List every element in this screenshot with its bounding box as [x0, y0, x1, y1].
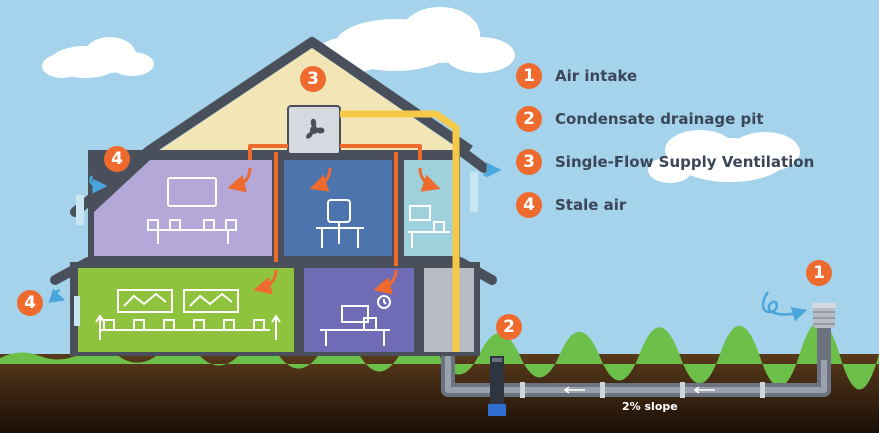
legend-item-condensate-pit: 2 Condensate drainage pit	[516, 105, 816, 133]
legend: 1 Air intake 2 Condensate drainage pit 3…	[516, 62, 816, 234]
intake-air-swirl	[761, 291, 808, 322]
window-right	[470, 172, 478, 212]
attic	[160, 48, 460, 150]
office-desk-icon	[316, 199, 364, 248]
grass	[0, 321, 879, 390]
stale-air-arrows	[48, 162, 502, 303]
room-home-office	[304, 268, 414, 352]
home-office-icon	[320, 295, 391, 346]
legend-label: Stale air	[555, 196, 627, 214]
cloud-top	[315, 7, 515, 73]
marker-drain-pit: 2	[496, 314, 522, 340]
upper-right-eave	[455, 145, 489, 173]
main-supply-duct	[340, 110, 460, 352]
cloud-right	[648, 130, 800, 183]
fan-icon	[306, 118, 325, 139]
legend-label: Air intake	[555, 67, 638, 85]
marker-intake: 1	[806, 260, 832, 286]
legend-number: 1	[516, 63, 542, 89]
pipe-joints	[520, 382, 765, 398]
supply-air-arrows	[227, 167, 441, 295]
room-open-office	[78, 268, 294, 352]
drain-pit-base	[488, 404, 506, 416]
legend-item-supply-ventilation: 3 Single-Flow Supply Ventilation	[516, 148, 816, 176]
conference-room-icon	[147, 177, 237, 244]
room-utility	[424, 268, 474, 352]
legend-label: Single-Flow Supply Ventilation	[555, 153, 815, 171]
legend-label: Condensate drainage pit	[555, 110, 764, 128]
legend-number: 4	[516, 192, 542, 218]
pipe-flow-arrows	[563, 386, 715, 394]
drain-pit-tube	[490, 356, 504, 410]
legend-number: 2	[516, 106, 542, 132]
window-left-upper	[76, 195, 84, 225]
computer-desk-icon	[408, 205, 450, 248]
supply-ducts	[248, 144, 422, 266]
window-left-lower	[74, 296, 80, 326]
marker-attic: 3	[300, 66, 326, 92]
marker-stale-upper: 4	[104, 146, 130, 172]
lower-right-eave	[455, 257, 497, 285]
lower-left-eave	[50, 257, 93, 285]
legend-item-stale-air: 4 Stale air	[516, 191, 816, 219]
slope-label: 2% slope	[622, 400, 678, 413]
ventilation-unit	[287, 105, 341, 155]
legend-number: 3	[516, 149, 542, 175]
marker-stale-lower: 4	[17, 290, 43, 316]
intake-cap	[812, 303, 836, 328]
open-office-icon	[95, 289, 281, 340]
cloud-left	[42, 37, 154, 78]
legend-item-air-intake: 1 Air intake	[516, 62, 816, 90]
